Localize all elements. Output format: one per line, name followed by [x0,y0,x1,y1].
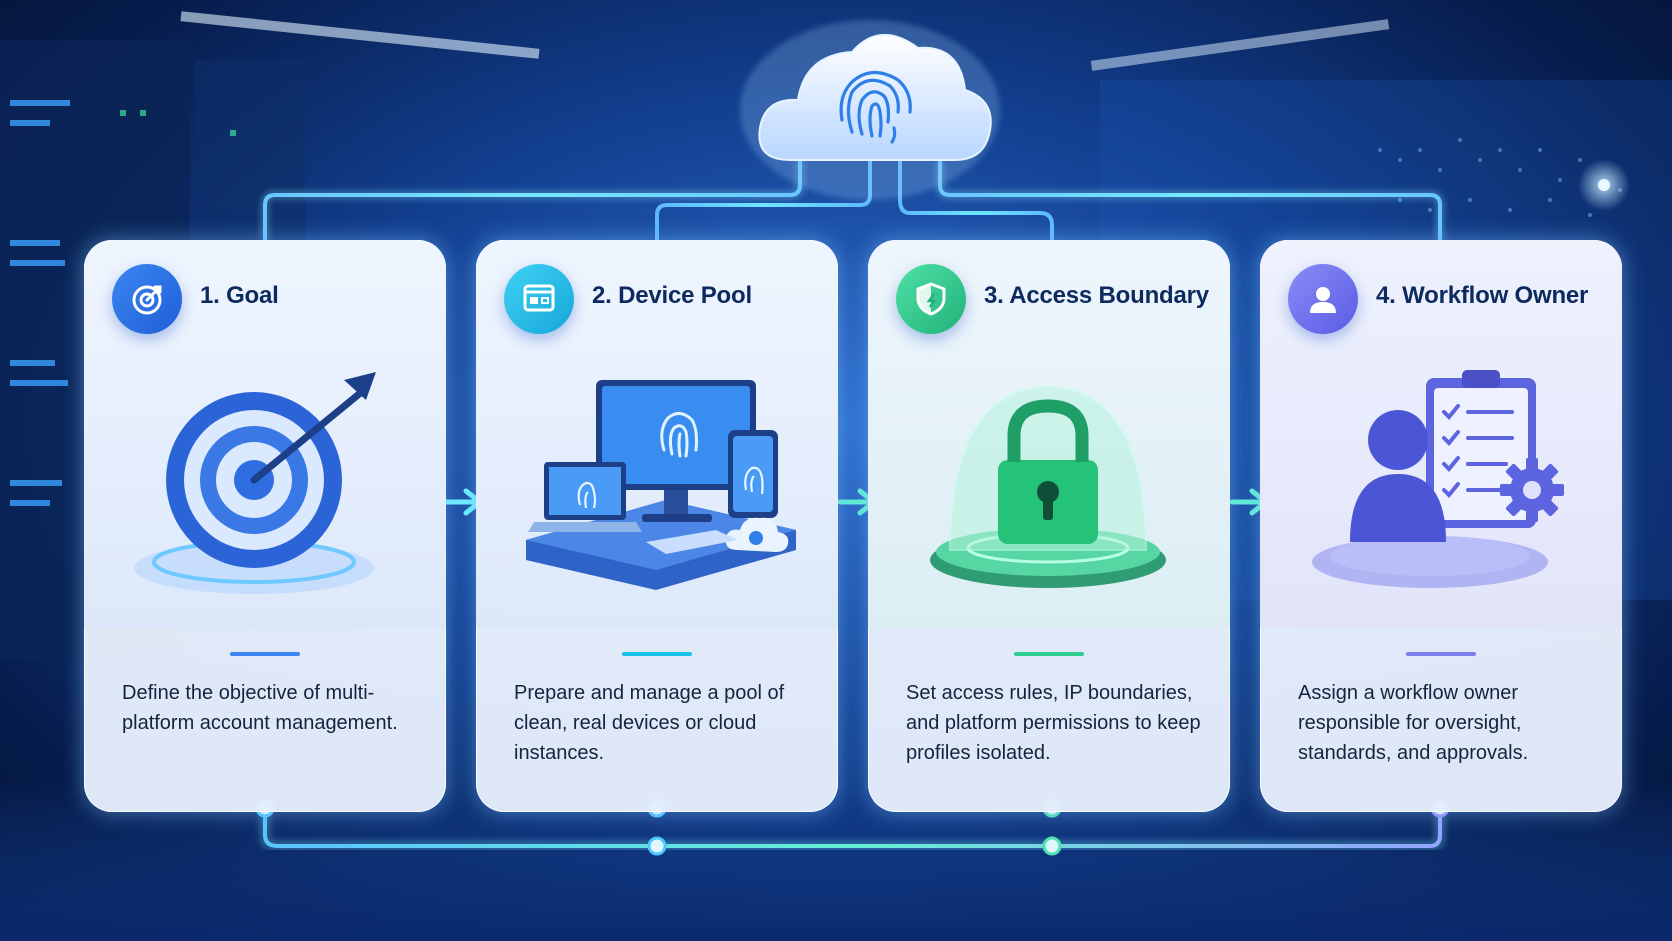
device-icon [504,264,574,334]
step-description: Assign a workflow owner responsible for … [1298,682,1529,764]
step-title: 3. Access Boundary [984,282,1209,309]
lock-dome-illustration [930,384,1166,588]
divider [230,652,300,656]
step-card-goal: 1. Goal Define the objective of multi-pl… [84,240,446,812]
divider [622,652,692,656]
clipboard-owner-illustration [1312,370,1564,588]
shield-icon [896,264,966,334]
step-description: Prepare and manage a pool of clean, real… [514,682,785,764]
step-card-workflow-owner: 4. Workflow Owner [1260,240,1622,812]
divider [1014,652,1084,656]
cloud-fingerprint-icon [740,20,1000,200]
user-icon [1288,264,1358,334]
step-description: Define the objective of multi-platform a… [122,682,398,734]
divider [1406,652,1476,656]
target-illustration [134,372,376,594]
step-title: 1. Goal [200,282,279,309]
target-icon [112,264,182,334]
step-card-device-pool: 2. Device Pool [476,240,838,812]
step-title: 2. Device Pool [592,282,752,309]
devices-illustration [526,380,796,590]
step-title: 4. Workflow Owner [1376,282,1589,309]
step-description: Set access rules, IP boundaries, and pla… [906,682,1201,764]
step-card-access-boundary: 3. Access Boundary Set access rules, IP … [868,240,1230,812]
